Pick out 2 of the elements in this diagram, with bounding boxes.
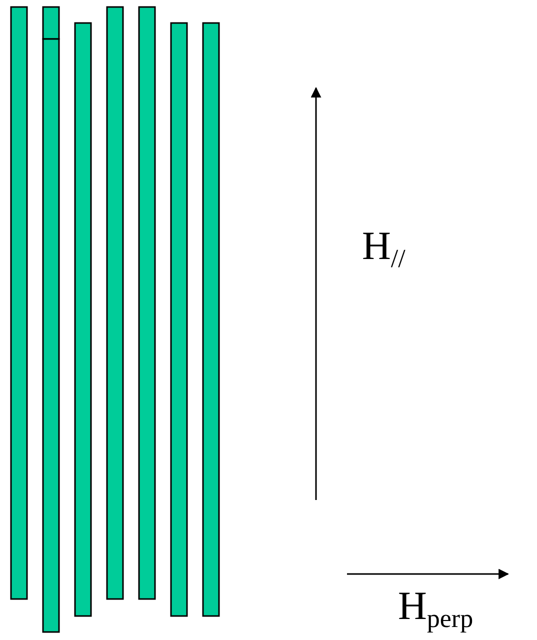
field-label: H$_{perp}$ (398, 586, 474, 632)
field-label: H$_{//}$ (362, 226, 406, 272)
